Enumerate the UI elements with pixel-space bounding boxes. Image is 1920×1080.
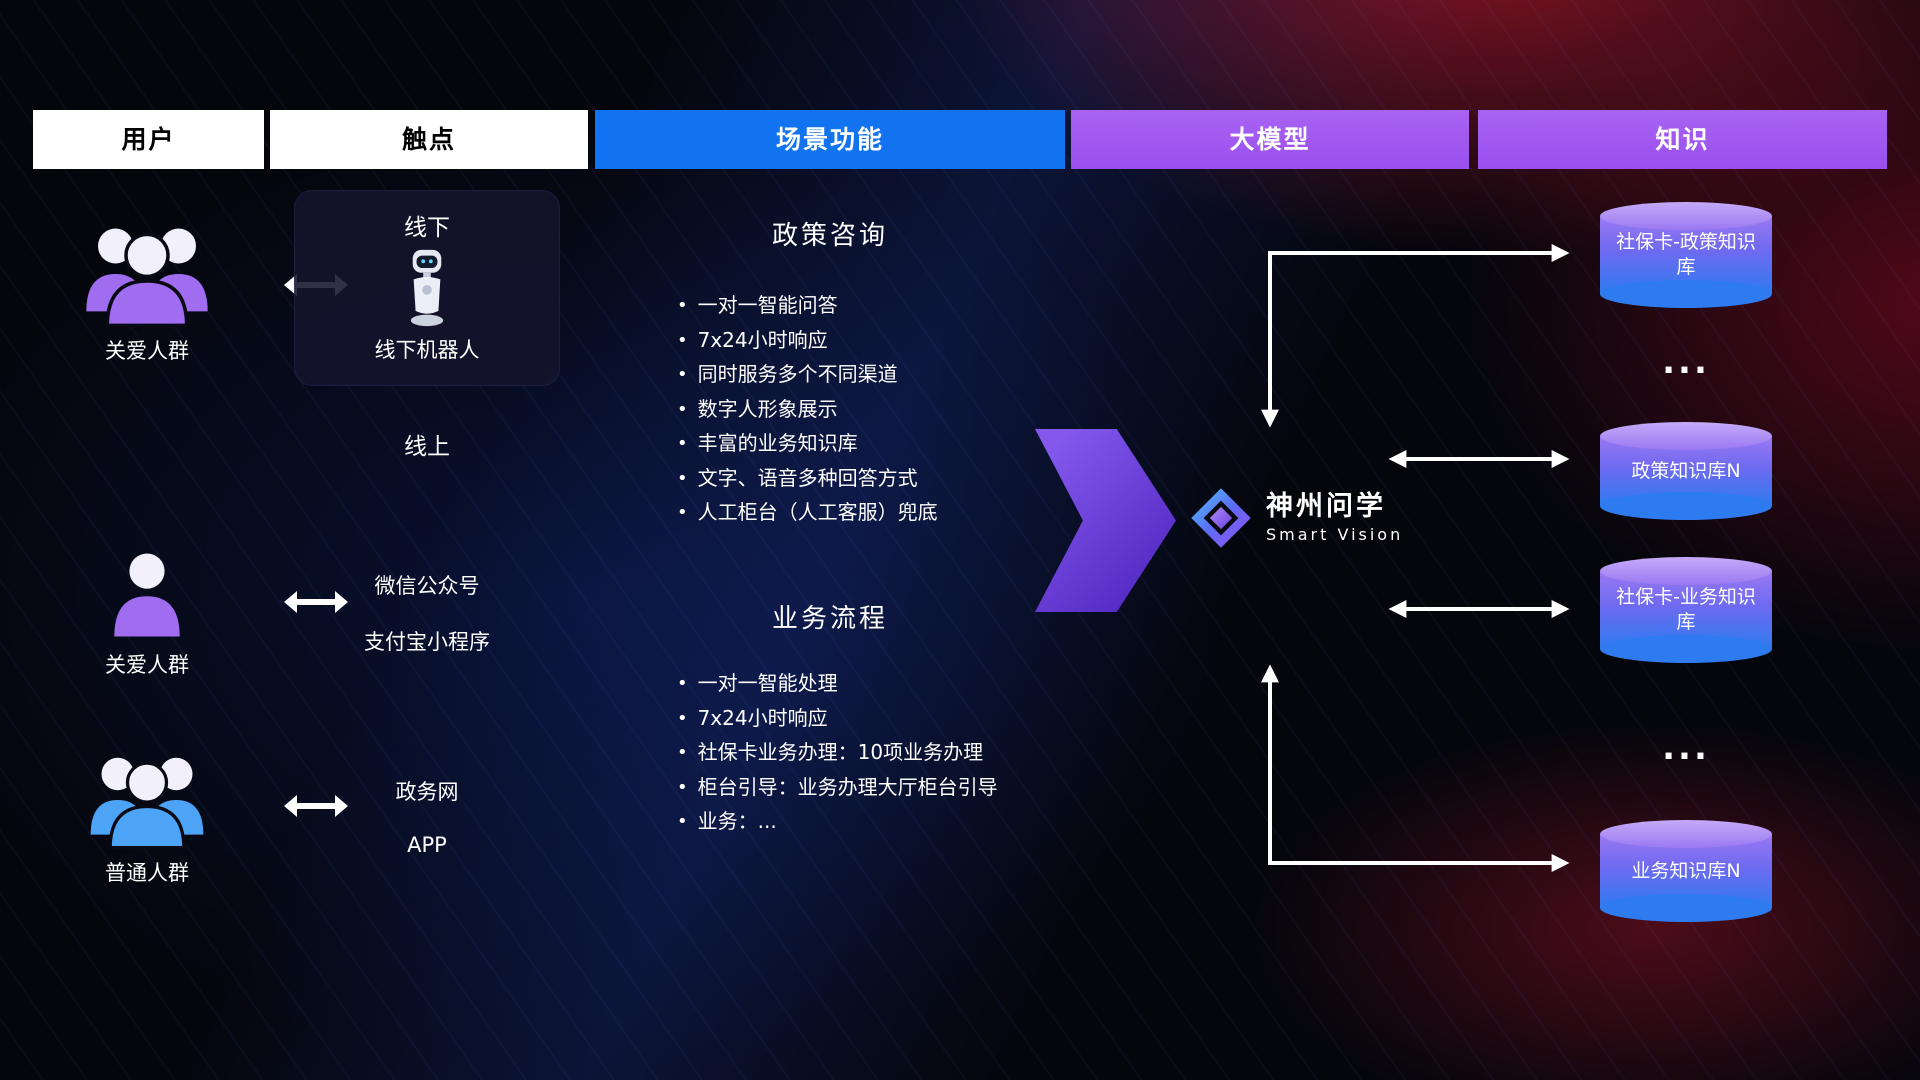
cylinder-top (1600, 557, 1772, 585)
bullet-item: 柜台引导：业务办理大厅柜台引导 (677, 776, 1107, 800)
header-model: 大模型 (1071, 110, 1469, 169)
knowledge-db-2-label: 政策知识库N (1631, 459, 1741, 482)
double-arrow-icon (284, 795, 348, 817)
cylinder-bottom (1600, 635, 1772, 663)
bullet-item: 一对一智能处理 (677, 672, 1107, 696)
offline-robot-label: 线下机器人 (374, 338, 480, 362)
cylinder-top (1600, 422, 1772, 450)
users-group-purple-icon (86, 228, 208, 328)
double-arrow-icon (284, 591, 348, 613)
touchpoint-gov: 政务网 (395, 780, 459, 804)
header-scenarios: 场景功能 (595, 110, 1065, 169)
bullet-item: 业务：... (677, 810, 1107, 834)
knowledge-ellipsis-1: ... (1662, 342, 1710, 382)
bullet-item: 一对一智能问答 (677, 294, 1107, 318)
scenario-1-title: 政策咨询 (771, 221, 888, 251)
bullet-item: 丰富的业务知识库 (677, 432, 1107, 456)
user-person-purple-icon (114, 553, 180, 637)
bullet-item: 数字人形象展示 (677, 398, 1107, 422)
online-title: 线上 (404, 434, 450, 460)
user-person-2-label: 关爱人群 (105, 653, 189, 677)
smart-vision-logo-icon (1191, 488, 1251, 548)
bullet-item: 文字、语音多种回答方式 (677, 467, 1107, 491)
header-users: 用户 (33, 110, 264, 169)
header-users-label: 用户 (121, 125, 176, 154)
knowledge-db-1-label: 社保卡-政策知识库 (1616, 231, 1756, 278)
cylinder-top (1600, 820, 1772, 848)
knowledge-db-3: 社保卡-业务知识库 (1600, 557, 1772, 663)
header-knowledge: 知识 (1478, 110, 1887, 169)
knowledge-db-1: 社保卡-政策知识库 (1600, 202, 1772, 308)
scenario-1-bullets: 一对一智能问答 7x24小时响应 同时服务多个不同渠道 数字人形象展示 丰富的业… (677, 294, 1107, 536)
model-logo: 神州问学 Smart Vision (1190, 487, 1403, 549)
header-touchpoints-label: 触点 (401, 125, 456, 154)
model-logo-text: 神州问学 Smart Vision (1266, 490, 1404, 545)
arrow-to-db1 (1261, 244, 1570, 428)
knowledge-db-2: 政策知识库N (1600, 422, 1772, 520)
bullet-item: 同时服务多个不同渠道 (677, 363, 1107, 387)
header-scenarios-label: 场景功能 (775, 125, 884, 154)
bullet-item: 7x24小时响应 (677, 329, 1107, 353)
scenario-2-title: 业务流程 (771, 604, 888, 634)
touchpoint-wechat: 微信公众号 (374, 574, 480, 598)
arrow-to-db4 (1261, 664, 1570, 872)
header-touchpoints: 触点 (270, 110, 588, 169)
cylinder-top (1600, 202, 1772, 230)
bullet-item: 7x24小时响应 (677, 707, 1107, 731)
touchpoint-app: APP (407, 833, 447, 857)
knowledge-db-4: 业务知识库N (1600, 820, 1772, 922)
cylinder-bottom (1600, 492, 1772, 520)
cylinder-bottom (1600, 894, 1772, 922)
offline-title: 线下 (404, 215, 450, 241)
touchpoint-alipay: 支付宝小程序 (364, 630, 490, 654)
knowledge-ellipsis-2: ... (1662, 728, 1710, 768)
bullet-item: 人工柜台（人工客服）兜底 (677, 501, 1107, 525)
model-name: 神州问学 (1266, 490, 1386, 522)
users-group-blue-icon (90, 757, 204, 850)
header-knowledge-label: 知识 (1655, 125, 1710, 154)
knowledge-db-4-label: 业务知识库N (1631, 859, 1741, 882)
cylinder-bottom (1600, 280, 1772, 308)
robot-icon (410, 249, 444, 327)
user-group-3-label: 普通人群 (105, 861, 189, 885)
header-model-label: 大模型 (1229, 125, 1311, 154)
user-group-1-label: 关爱人群 (105, 339, 189, 363)
scenario-2-bullets: 一对一智能处理 7x24小时响应 社保卡业务办理：10项业务办理 柜台引导：业务… (677, 672, 1107, 845)
knowledge-db-3-label: 社保卡-业务知识库 (1616, 586, 1756, 633)
bullet-item: 社保卡业务办理：10项业务办理 (677, 741, 1107, 765)
model-subtitle: Smart Vision (1266, 525, 1404, 545)
